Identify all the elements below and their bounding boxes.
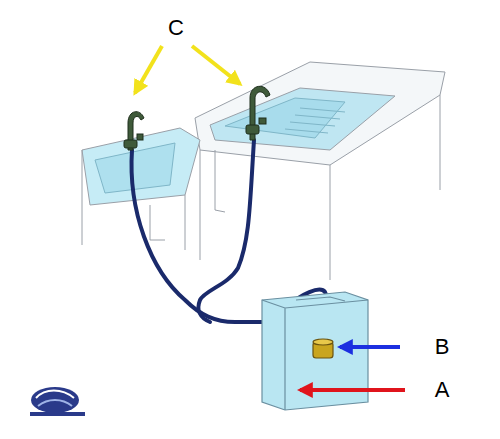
callout-letter: A [435, 379, 450, 401]
callout-letter: B [435, 336, 450, 358]
callout-arrows [135, 46, 405, 390]
logo [30, 387, 85, 416]
water-tank [262, 292, 368, 410]
right-counter [195, 62, 445, 280]
callout-letter: C [168, 17, 184, 39]
faucets [124, 86, 270, 150]
